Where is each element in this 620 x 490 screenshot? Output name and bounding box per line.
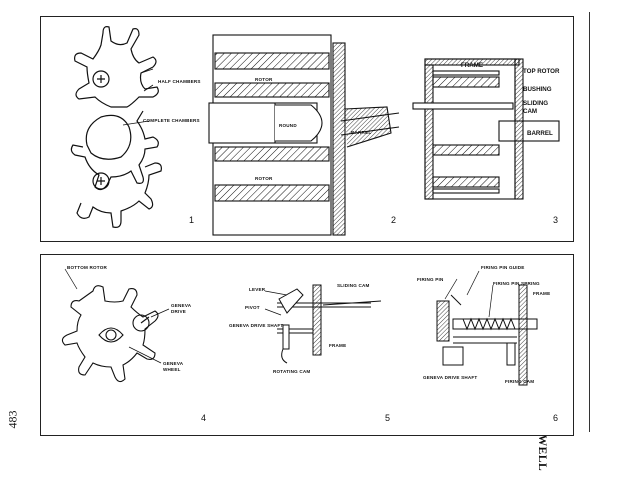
fig1-rotors <box>70 26 162 228</box>
fig6-number: 6 <box>553 413 558 423</box>
page-number: 483 <box>5 410 20 429</box>
fig5-rotating-cam-label: ROTATING CAM <box>273 369 310 374</box>
fig3-barrel-label: BARREL <box>527 130 553 137</box>
fig3-frame-label: FRAME <box>461 62 483 69</box>
upper-rotor-hub <box>92 70 110 88</box>
fig6-firing-mechanism <box>436 284 538 386</box>
fig4-bottom-rotor-label: BOTTOM ROTOR <box>67 265 107 270</box>
fig3-sliding-label: SLIDING <box>523 100 548 107</box>
upper-rotor-outline <box>74 26 159 108</box>
fig2-section <box>208 34 400 236</box>
fig6-firing-pin-label: FIRING PIN <box>417 277 444 282</box>
top-panel-drawing: HALF CHAMBERS COMPLETE CHAMBERS 1 ROTOR … <box>70 26 560 236</box>
fig5-lever-label: LEVER <box>249 287 266 292</box>
fig5-leader-lever <box>264 290 288 296</box>
fig5-geneva-drive-shaft-label: GENEVA DRIVE SHAFT <box>229 323 283 328</box>
fig6-leader-firing-pin <box>444 278 458 300</box>
fig4-leader-drive <box>150 308 170 318</box>
fig6-leader-spring <box>488 284 494 318</box>
fig3-bushing-label: BUSHING <box>523 86 552 93</box>
fig2-rotor-top-label: ROTOR <box>255 77 273 82</box>
geneva-drive-disc <box>132 314 150 332</box>
top-panel: HALF CHAMBERS COMPLETE CHAMBERS 1 ROTOR … <box>40 16 574 242</box>
fig5-sliding-cam-label: SLIDING CAM <box>337 283 370 288</box>
margin-rule <box>589 12 590 432</box>
bottom-panel: BOTTOM ROTOR GENEVA DRIVE GENEVA WHEEL 4… <box>40 254 574 436</box>
fig4-leader-bottom-rotor <box>64 268 78 290</box>
fig5-mechanism <box>277 284 382 364</box>
fig3-assembly <box>412 58 560 200</box>
bottom-panel-drawing: BOTTOM ROTOR GENEVA DRIVE GENEVA WHEEL 4… <box>61 265 558 423</box>
fig6-geneva-drive-shaft-label: GENEVA DRIVE SHAFT <box>423 375 477 380</box>
fig4-wheel-label: WHEEL <box>163 367 181 372</box>
fig5-pivot-label: PIVOT <box>245 305 260 310</box>
fig6-firing-cam-label: FIRING CAM <box>505 379 534 384</box>
complete-chamber <box>85 114 132 160</box>
fig6-firing-pin-spring-label: FIRING PIN SPRING <box>493 281 540 286</box>
fig4-drive-label: DRIVE <box>171 309 186 314</box>
fig5-leader-pivot <box>264 308 282 316</box>
fig2-round-label: ROUND <box>279 123 297 128</box>
fig2-number: 2 <box>391 215 396 225</box>
fig1-half-chambers-label: HALF CHAMBERS <box>158 79 201 84</box>
fig5-number: 5 <box>385 413 390 423</box>
fig3-number: 3 <box>553 215 558 225</box>
fig3-top-rotor-label: TOP ROTOR <box>523 68 560 75</box>
fig4-geneva2-label: GENEVA <box>163 361 184 366</box>
fig6-firing-pin-guide-label: FIRING PIN GUIDE <box>481 265 525 270</box>
fig4-geneva <box>61 285 159 383</box>
fig6-frame-label: FRAME <box>533 291 550 296</box>
fig4-geneva-label: GENEVA <box>171 303 192 308</box>
fig2-barrel-label: BARREL <box>351 130 371 135</box>
fig1-complete-chambers-label: COMPLETE CHAMBERS <box>143 118 200 123</box>
fig6-leader-guide <box>466 270 480 296</box>
fig4-number: 4 <box>201 413 206 423</box>
fig5-frame-label: FRAME <box>329 343 346 348</box>
lower-rotor-hub <box>92 172 110 190</box>
fig4-leader-wheel <box>128 346 162 364</box>
bottom-rotor-outline <box>61 285 159 383</box>
fig3-cam-label: CAM <box>523 108 537 115</box>
fig1-number: 1 <box>189 215 194 225</box>
fig2-rotor-bottom-label: ROTOR <box>255 176 273 181</box>
